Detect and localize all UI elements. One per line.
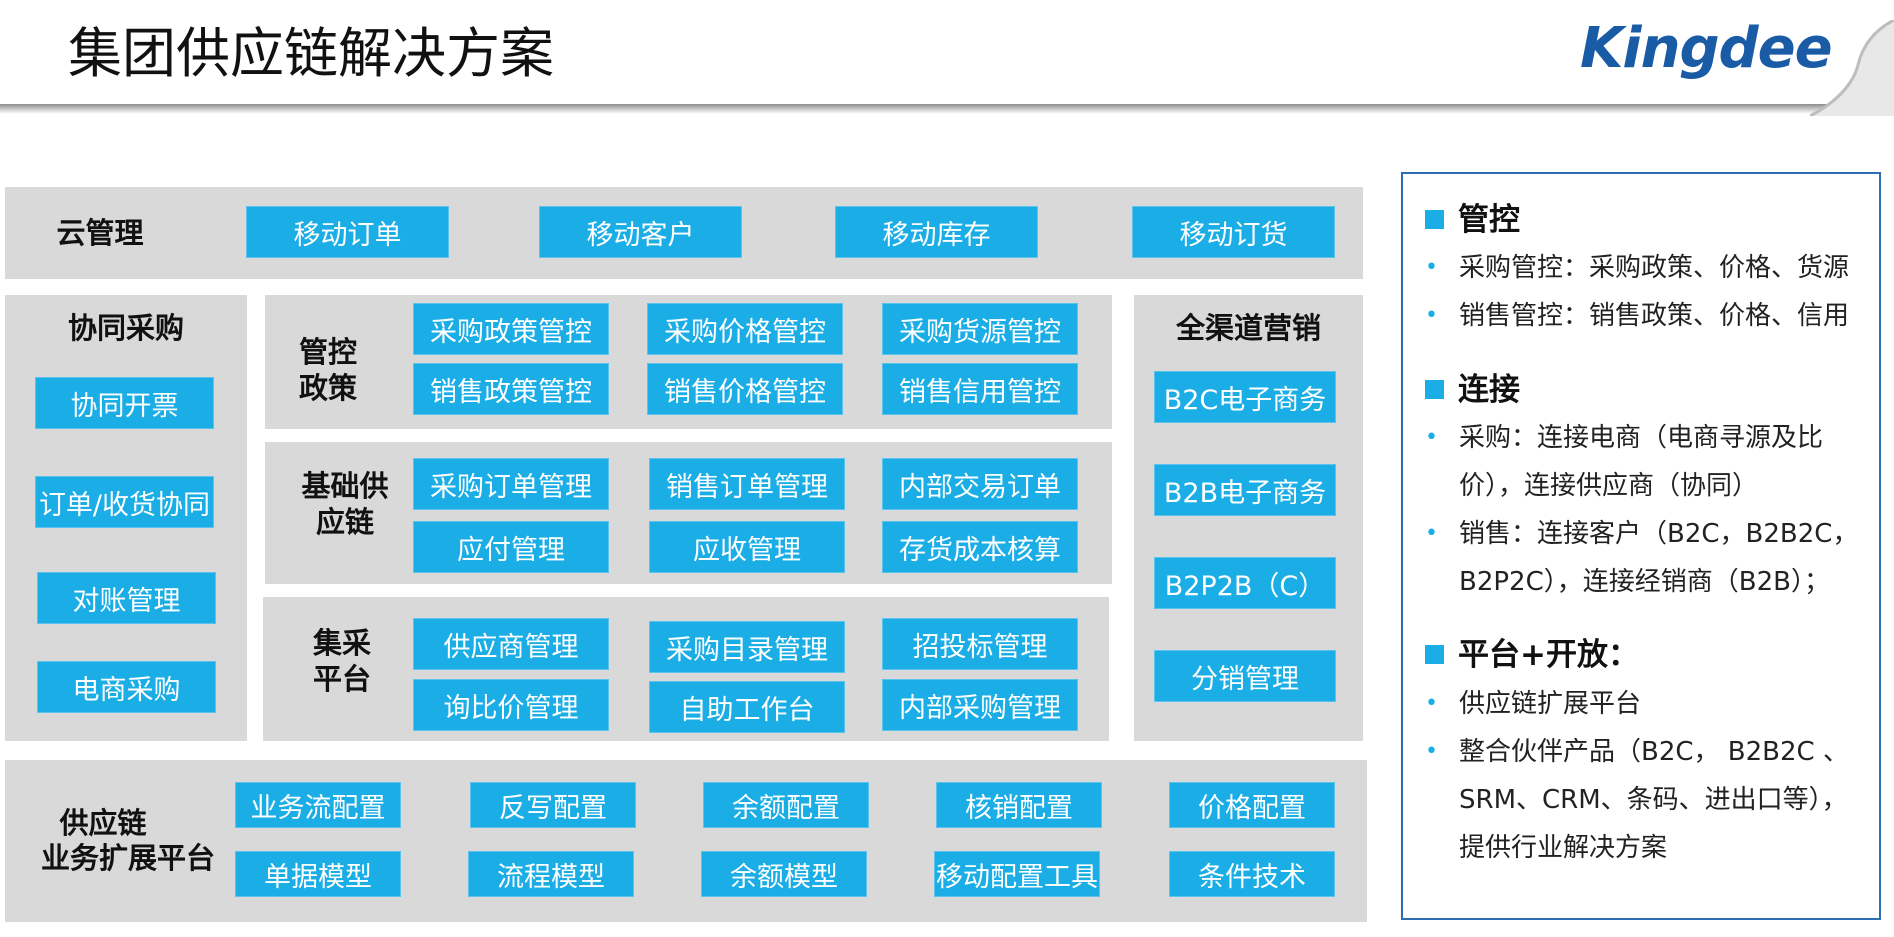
platform-label-line2: 业务扩展平台 bbox=[40, 841, 215, 875]
collab-item[interactable]: 对账管理 bbox=[37, 572, 216, 624]
central-item[interactable]: 供应商管理 bbox=[413, 618, 609, 670]
omni-item[interactable]: 分销管理 bbox=[1154, 650, 1336, 702]
collab-label: 协同采购 bbox=[67, 311, 184, 345]
platform-item[interactable]: 移动配置工具 bbox=[934, 851, 1100, 897]
platform-item[interactable]: 反写配置 bbox=[470, 782, 636, 828]
section-heading: 管控 bbox=[1425, 194, 1520, 239]
omni-label: 全渠道营销 bbox=[1175, 311, 1321, 345]
platform-item[interactable]: 余额模型 bbox=[701, 851, 867, 897]
basic-item[interactable]: 销售订单管理 bbox=[649, 458, 845, 510]
platform-item[interactable]: 核销配置 bbox=[936, 782, 1102, 828]
header-divider bbox=[0, 104, 1830, 114]
kingdee-logo: Kingdee bbox=[1580, 16, 1833, 81]
omni-item[interactable]: B2P2B（C） bbox=[1154, 557, 1336, 609]
basic-item[interactable]: 应付管理 bbox=[413, 521, 609, 573]
platform-item[interactable]: 余额配置 bbox=[703, 782, 869, 828]
cloud-label: 云管理 bbox=[56, 216, 144, 250]
page-curl-icon bbox=[1810, 20, 1894, 116]
summary-panel: 管控 •采购管控：采购政策、价格、货源 •销售管控：销售政策、价格、信用 连接 … bbox=[1401, 172, 1881, 920]
central-item[interactable]: 采购目录管理 bbox=[649, 621, 845, 673]
dot-bullet-icon: • bbox=[1425, 303, 1438, 328]
omni-item[interactable]: B2B电子商务 bbox=[1154, 464, 1336, 516]
basic-item[interactable]: 采购订单管理 bbox=[413, 458, 609, 510]
basic-item[interactable]: 存货成本核算 bbox=[882, 521, 1078, 573]
square-bullet-icon bbox=[1425, 210, 1444, 229]
platform-item[interactable]: 单据模型 bbox=[235, 851, 401, 897]
collab-item[interactable]: 电商采购 bbox=[37, 661, 216, 713]
dot-bullet-icon: • bbox=[1425, 425, 1438, 450]
control-item[interactable]: 采购价格管控 bbox=[647, 303, 843, 355]
section-heading: 平台+开放： bbox=[1425, 629, 1639, 674]
basic-item[interactable]: 内部交易订单 bbox=[882, 458, 1078, 510]
central-item[interactable]: 自助工作台 bbox=[649, 681, 845, 733]
cloud-item[interactable]: 移动库存 bbox=[835, 206, 1038, 258]
platform-item[interactable]: 条件技术 bbox=[1169, 851, 1335, 897]
bullet-item: •采购管控：采购政策、价格、货源 bbox=[1425, 244, 1871, 292]
control-label-line2: 政策 bbox=[298, 371, 357, 405]
basic-label-line1: 基础供 bbox=[301, 469, 389, 503]
page-title: 集团供应链解决方案 bbox=[68, 22, 554, 85]
dot-bullet-icon: • bbox=[1425, 739, 1438, 764]
control-item[interactable]: 销售信用管控 bbox=[882, 363, 1078, 415]
basic-item[interactable]: 应收管理 bbox=[649, 521, 845, 573]
central-item[interactable]: 询比价管理 bbox=[413, 679, 609, 731]
collab-item[interactable]: 订单/收货协同 bbox=[35, 476, 214, 528]
basic-label-line2: 应链 bbox=[315, 505, 374, 539]
control-item[interactable]: 采购货源管控 bbox=[882, 303, 1078, 355]
dot-bullet-icon: • bbox=[1425, 255, 1438, 280]
platform-item[interactable]: 流程模型 bbox=[468, 851, 634, 897]
bullet-item: •采购：连接电商（电商寻源及比价），连接供应商（协同） bbox=[1425, 414, 1871, 510]
control-label-line1: 管控 bbox=[298, 335, 357, 369]
bullet-item: •供应链扩展平台 bbox=[1425, 680, 1871, 728]
central-item[interactable]: 内部采购管理 bbox=[882, 679, 1078, 731]
central-label-line2: 平台 bbox=[312, 662, 371, 696]
control-item[interactable]: 销售政策管控 bbox=[413, 363, 609, 415]
section-heading: 连接 bbox=[1425, 364, 1520, 409]
omni-item[interactable]: B2C电子商务 bbox=[1154, 371, 1336, 423]
cloud-item[interactable]: 移动订单 bbox=[246, 206, 449, 258]
dot-bullet-icon: • bbox=[1425, 691, 1438, 716]
central-label-line1: 集采 bbox=[312, 626, 371, 660]
control-item[interactable]: 采购政策管控 bbox=[413, 303, 609, 355]
dot-bullet-icon: • bbox=[1425, 521, 1438, 546]
central-item[interactable]: 招投标管理 bbox=[882, 618, 1078, 670]
bullet-item: •销售：连接客户（B2C，B2B2C，B2P2C），连接经销商（B2B）； bbox=[1425, 510, 1871, 606]
platform-item[interactable]: 价格配置 bbox=[1169, 782, 1335, 828]
control-item[interactable]: 销售价格管控 bbox=[647, 363, 843, 415]
square-bullet-icon bbox=[1425, 645, 1444, 664]
bullet-item: •销售管控：销售政策、价格、信用 bbox=[1425, 292, 1871, 340]
bullet-item: •整合伙伴产品（B2C， B2B2C 、SRM、CRM、条码、进出口等），提供行… bbox=[1425, 728, 1871, 872]
cloud-item[interactable]: 移动订货 bbox=[1132, 206, 1335, 258]
platform-panel bbox=[5, 760, 1367, 922]
platform-item[interactable]: 业务流配置 bbox=[235, 782, 401, 828]
cloud-item[interactable]: 移动客户 bbox=[539, 206, 742, 258]
collab-item[interactable]: 协同开票 bbox=[35, 377, 214, 429]
platform-label-line1: 供应链 bbox=[59, 806, 147, 840]
square-bullet-icon bbox=[1425, 380, 1444, 399]
